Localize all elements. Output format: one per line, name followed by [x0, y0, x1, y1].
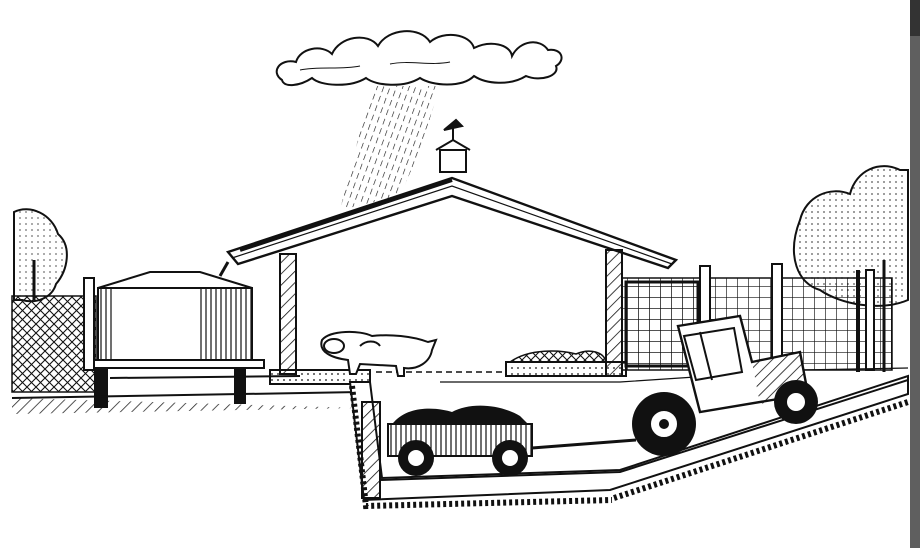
page-edge — [910, 0, 920, 548]
manure-pile — [510, 351, 606, 362]
shed-post-right — [606, 250, 622, 376]
weather-vane — [436, 120, 470, 172]
gutter-pipe — [220, 262, 228, 276]
shed-post-left — [280, 254, 296, 374]
fence — [622, 264, 892, 370]
rain-cloud — [277, 31, 562, 85]
drain-channel — [362, 402, 380, 498]
page-edge-shadow — [910, 0, 920, 36]
tree-left — [14, 209, 67, 301]
manure-trailer — [388, 406, 636, 476]
water-tank — [84, 272, 264, 408]
